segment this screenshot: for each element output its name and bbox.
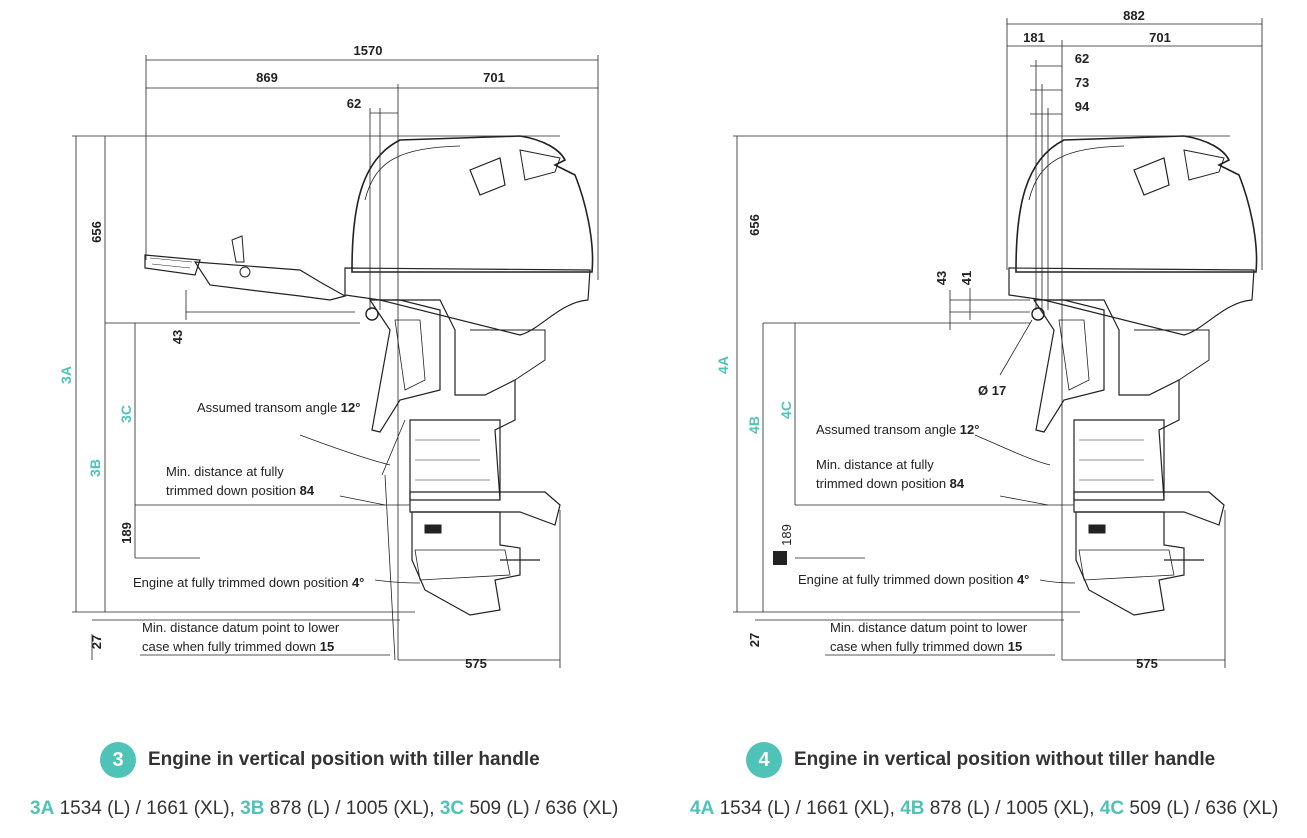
note-min-distance-line2: trimmed down position 84 — [816, 476, 965, 491]
legend-key: 3B — [240, 798, 265, 819]
caption-title: Engine in vertical position without till… — [794, 749, 1216, 770]
legend-key: 4A — [690, 798, 715, 819]
label-4B: 4B — [746, 416, 762, 434]
dimension-lines-right — [733, 18, 1263, 668]
legend-value: 878 (L) / 1005 (XL), — [264, 798, 440, 819]
dim-bottom-189: 189 — [119, 522, 134, 544]
dim-diameter: Ø 17 — [978, 383, 1006, 398]
dim-skeg-575: 575 — [465, 656, 487, 671]
dim-offset-181: 181 — [1023, 30, 1045, 45]
label-3B: 3B — [87, 459, 103, 477]
engine-drawing-with-tiller — [144, 135, 594, 616]
note-min-distance-line1: Min. distance at fully — [816, 457, 934, 472]
dim-offset-62: 62 — [1075, 51, 1089, 66]
caption-title: Engine in vertical position with tiller … — [148, 749, 540, 770]
dim-offset-94: 94 — [1075, 99, 1090, 114]
dim-bottom-189: 189 — [779, 524, 794, 546]
dim-offset-62: 62 — [347, 96, 361, 111]
dimension-labels-right: 882 181 701 62 73 94 656 43 41 Ø 17 4A 4… — [715, 8, 1171, 671]
legend-value: 1534 (L) / 1661 (XL), — [714, 798, 901, 819]
legend-value: 878 (L) / 1005 (XL), — [924, 798, 1100, 819]
dim-engine-width: 701 — [1149, 30, 1171, 45]
legend-value: 509 (L) / 636 (XL) — [464, 798, 619, 819]
note-engine-trim: Engine at fully trimmed down position 4° — [133, 575, 364, 590]
note-datum-line1: Min. distance datum point to lower — [142, 620, 340, 635]
dim-overall-width: 1570 — [354, 43, 383, 58]
caption-number-badge: 3 — [100, 742, 136, 778]
legend-key: 3A — [30, 798, 55, 819]
dim-offset-43: 43 — [934, 271, 949, 285]
dimension-labels-left: 1570 869 701 62 656 43 3A 3B 3C 189 27 5… — [58, 43, 505, 671]
dim-bottom-27: 27 — [747, 633, 762, 647]
note-datum-line2: case when fully trimmed down 15 — [142, 639, 334, 654]
note-transom-angle: Assumed transom angle 12° — [197, 400, 360, 415]
legend-key: 3C — [439, 798, 465, 819]
note-min-distance-line2: trimmed down position 84 — [166, 483, 315, 498]
legend-value: 509 (L) / 636 (XL) — [1124, 798, 1279, 819]
dim-cowl-height: 656 — [89, 221, 104, 243]
dim-skeg-575: 575 — [1136, 656, 1158, 671]
caption-left: 3 Engine in vertical position with tille… — [100, 742, 540, 778]
dim-tiller-width: 869 — [256, 70, 278, 85]
caption-right: 4 Engine in vertical position without ti… — [746, 742, 1215, 778]
legend-value: 1534 (L) / 1661 (XL), — [54, 798, 241, 819]
dim-bottom-27: 27 — [89, 635, 104, 649]
dimension-lines-left — [72, 55, 599, 668]
legend-key: 4B — [900, 798, 925, 819]
note-transom-angle: Assumed transom angle 12° — [816, 422, 979, 437]
legend-key: 4C — [1099, 798, 1125, 819]
dim-offset-41: 41 — [959, 271, 974, 285]
note-engine-trim: Engine at fully trimmed down position 4° — [798, 572, 1029, 587]
legend-right: 4A 1534 (L) / 1661 (XL), 4B 878 (L) / 10… — [690, 798, 1278, 820]
caption-number-badge: 4 — [746, 742, 782, 778]
dim-engine-width: 701 — [483, 70, 505, 85]
note-datum-line2: case when fully trimmed down 15 — [830, 639, 1022, 654]
label-4A: 4A — [715, 356, 731, 374]
dim-cowl-height: 656 — [747, 214, 762, 236]
datum-marker — [773, 551, 787, 565]
note-min-distance-line1: Min. distance at fully — [166, 464, 284, 479]
label-3A: 3A — [58, 366, 74, 384]
dim-offset-73: 73 — [1075, 75, 1089, 90]
dim-offset-43: 43 — [170, 330, 185, 344]
note-datum-line1: Min. distance datum point to lower — [830, 620, 1028, 635]
legend-left: 3A 1534 (L) / 1661 (XL), 3B 878 (L) / 10… — [30, 798, 618, 820]
label-3C: 3C — [118, 405, 134, 423]
dim-overall-width: 882 — [1123, 8, 1145, 23]
engine-drawing-without-tiller — [1008, 135, 1258, 616]
label-4C: 4C — [778, 401, 794, 419]
